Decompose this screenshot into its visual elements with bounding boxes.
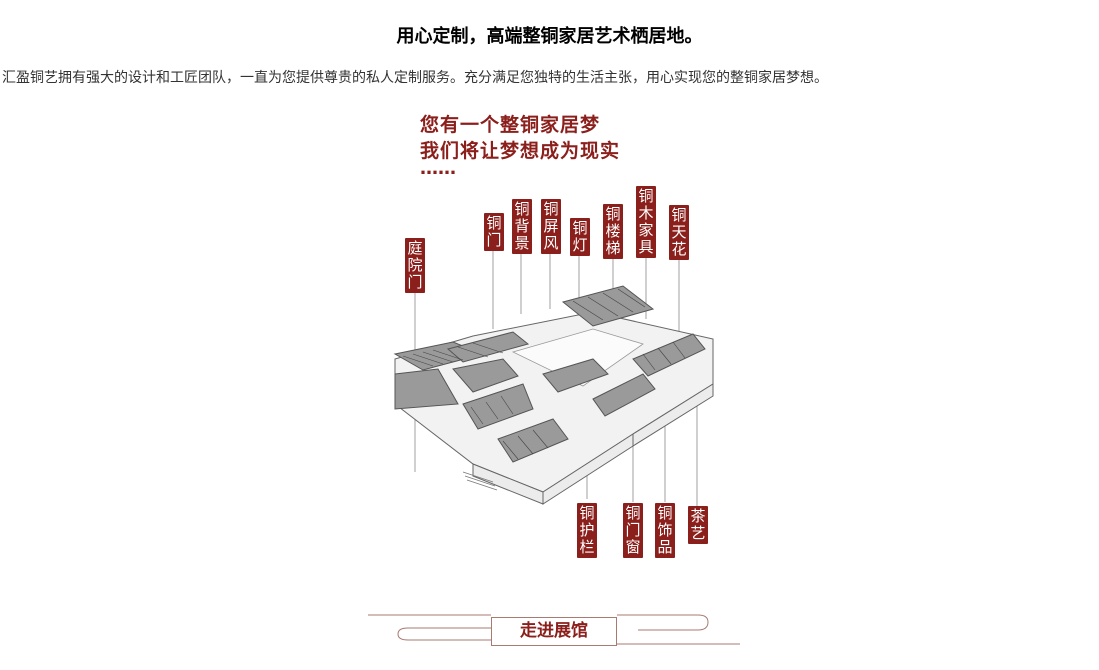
tag-copper-screen: 铜屏风: [541, 199, 561, 254]
enter-exhibition-button[interactable]: 走进展馆: [491, 617, 617, 646]
poster-ellipsis: ……: [420, 158, 456, 179]
tag-copper-railing: 铜护栏: [577, 503, 597, 558]
tag-copper-lamp: 铜灯: [570, 218, 590, 256]
tag-copper-windows: 铜门窗: [623, 503, 643, 558]
tag-copper-stairs: 铜楼梯: [603, 204, 623, 259]
intro-paragraph: 汇盈铜艺拥有强大的设计和工匠团队，一直为您提供尊贵的私人定制服务。充分满足您独特…: [2, 70, 828, 86]
cta-decoration: [368, 614, 740, 645]
courtyard-illustration: [393, 250, 714, 509]
tag-copper-backdrop: 铜背景: [512, 199, 532, 254]
tag-copper-ceiling: 铜天花: [669, 205, 689, 260]
tag-copper-door: 铜门: [484, 213, 504, 251]
poster-headline-2: 我们将让梦想成为现实: [420, 140, 621, 162]
page-title: 用心定制，高端整铜家居艺术栖居地。: [396, 26, 703, 47]
tag-tea-art: 茶艺: [688, 506, 708, 544]
poster-headline-1: 您有一个整铜家居梦: [420, 114, 601, 136]
tag-copper-wood-furniture: 铜木家具: [636, 186, 656, 258]
tag-courtyard-gate: 庭院门: [405, 238, 425, 293]
tag-copper-ornaments: 铜饰品: [655, 503, 675, 558]
